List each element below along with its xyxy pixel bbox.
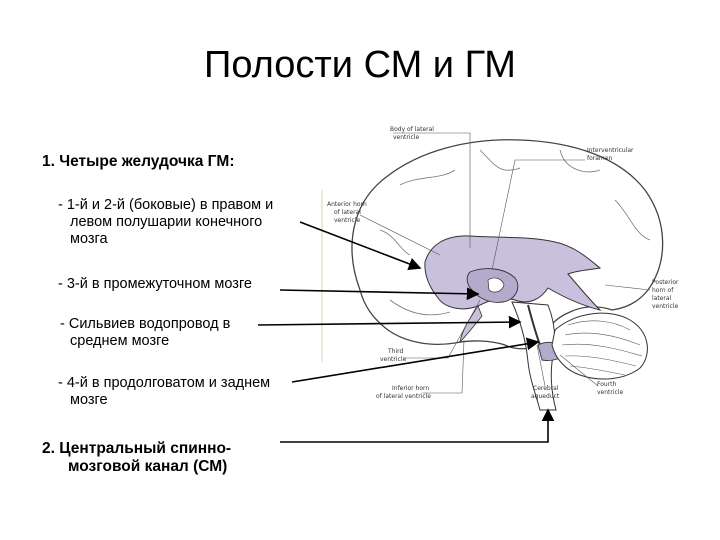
lateral-ventricle [425, 236, 600, 310]
leader-posterior-horn [605, 285, 650, 290]
arrow-aqueduct [258, 322, 520, 325]
inferior-horn [460, 306, 482, 342]
arrow-central-canal [280, 410, 548, 442]
arrow-fourth [292, 342, 538, 382]
arrow-lateral [300, 222, 420, 268]
leader-body-lateral [393, 133, 470, 248]
